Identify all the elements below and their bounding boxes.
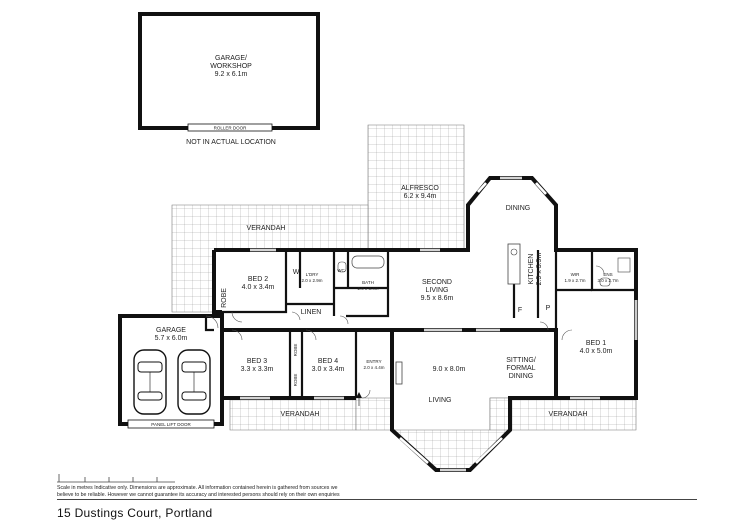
disclaimer-line-1: Scale in metres Indicative only. Dimensi… <box>57 485 338 491</box>
ens-size: 3.0 x 2.7m <box>597 278 618 283</box>
verandah-bottom-right-name: VERANDAH <box>549 411 588 418</box>
p-label: P <box>546 305 551 312</box>
bath-size: 2.0 x 3.4m <box>357 286 378 291</box>
car-icon <box>133 349 167 415</box>
disclaimer-line-2: believe to be reliable. However we canno… <box>57 492 340 498</box>
second-living-name-2: LIVING <box>426 287 449 294</box>
bed2-size: 4.0 x 3.4m <box>242 284 275 291</box>
second-living-size: 9.5 x 8.6m <box>421 295 454 302</box>
kitchen-size: 2.9 x 3.9m <box>536 252 543 285</box>
roller-door <box>187 123 273 132</box>
outdoor-tiled-areas <box>171 124 637 471</box>
panel-lift-door-label: PANEL LIFT DOOR <box>151 422 191 427</box>
bed4-size: 3.0 x 3.4m <box>312 366 345 373</box>
bed1-name: BED 1 <box>586 340 606 347</box>
living-bay-verandah <box>355 397 511 471</box>
second-living-name-1: SECOND <box>422 279 452 286</box>
panel-lift-door <box>127 419 215 429</box>
garage-workshop-size: 9.2 x 6.1m <box>215 71 248 78</box>
garage-name: GARAGE <box>156 327 186 334</box>
living-size: 9.0 x 8.0m <box>433 366 466 373</box>
kitchen-name: KITCHEN <box>528 254 535 285</box>
entry-size: 2.0 x 4.4m <box>363 365 384 370</box>
disclaimer: Scale in metres Indicative only. Dimensi… <box>57 485 377 499</box>
bed3-name: BED 3 <box>247 358 267 365</box>
garage-cars <box>133 349 211 415</box>
car-icon <box>177 349 211 415</box>
robe-bed4-label: ROBE <box>293 374 298 387</box>
bed2-name: BED 2 <box>248 276 268 283</box>
scale-bar <box>57 474 175 483</box>
bath-name: BATH <box>362 280 374 285</box>
roller-door-label: ROLLER DOOR <box>214 126 248 131</box>
garage-workshop-name-1: GARAGE/ <box>215 55 247 62</box>
bed1-size: 4.0 x 5.0m <box>580 348 613 355</box>
robe-bed2-label: ROBE <box>221 288 228 308</box>
garage-workshop: GARAGE/ WORKSHOP 9.2 x 6.1m ROLLER DOOR … <box>138 12 320 146</box>
alfresco-size: 6.2 x 9.4m <box>404 193 437 200</box>
ldry-name: L'DRY <box>306 272 319 277</box>
verandah-top-area <box>171 204 369 313</box>
ens-name: ENS <box>603 272 612 277</box>
property-address: 15 Dustings Court, Portland <box>57 506 213 520</box>
location-note: NOT IN ACTUAL LOCATION <box>186 139 276 146</box>
verandah-top-name: VERANDAH <box>247 225 286 232</box>
footer-divider <box>57 499 697 500</box>
robe-bed3-label: ROBE <box>293 344 298 357</box>
sitting-name-3: DINING <box>509 373 534 380</box>
ldry-size: 2.0 x 2.9m <box>301 278 322 283</box>
linen-label: LINEN <box>301 309 322 316</box>
wc-label: WC <box>337 268 345 273</box>
w-label: W <box>293 269 300 276</box>
living-name: LIVING <box>429 397 452 404</box>
dining-name: DINING <box>506 205 531 212</box>
sitting-name-2: FORMAL <box>506 365 535 372</box>
bed3-size: 3.3 x 3.3m <box>241 366 274 373</box>
f-label: F <box>518 307 522 314</box>
wir-size: 1.9 x 2.7m <box>564 278 585 283</box>
bed4-name: BED 4 <box>318 358 338 365</box>
alfresco-name: ALFRESCO <box>401 185 439 192</box>
room-labels: ALFRESCO 6.2 x 9.4m DINING VERANDAH BED … <box>151 185 618 427</box>
house-walls <box>118 176 638 472</box>
garage-workshop-name-2: WORKSHOP <box>210 63 252 70</box>
wir-name: WIR <box>571 272 580 277</box>
garage-size: 5.7 x 6.0m <box>155 335 188 342</box>
entry-name: ENTRY <box>366 359 381 364</box>
verandah-bottom-left-name: VERANDAH <box>281 411 320 418</box>
sitting-name-1: SITTING/ <box>506 357 536 364</box>
